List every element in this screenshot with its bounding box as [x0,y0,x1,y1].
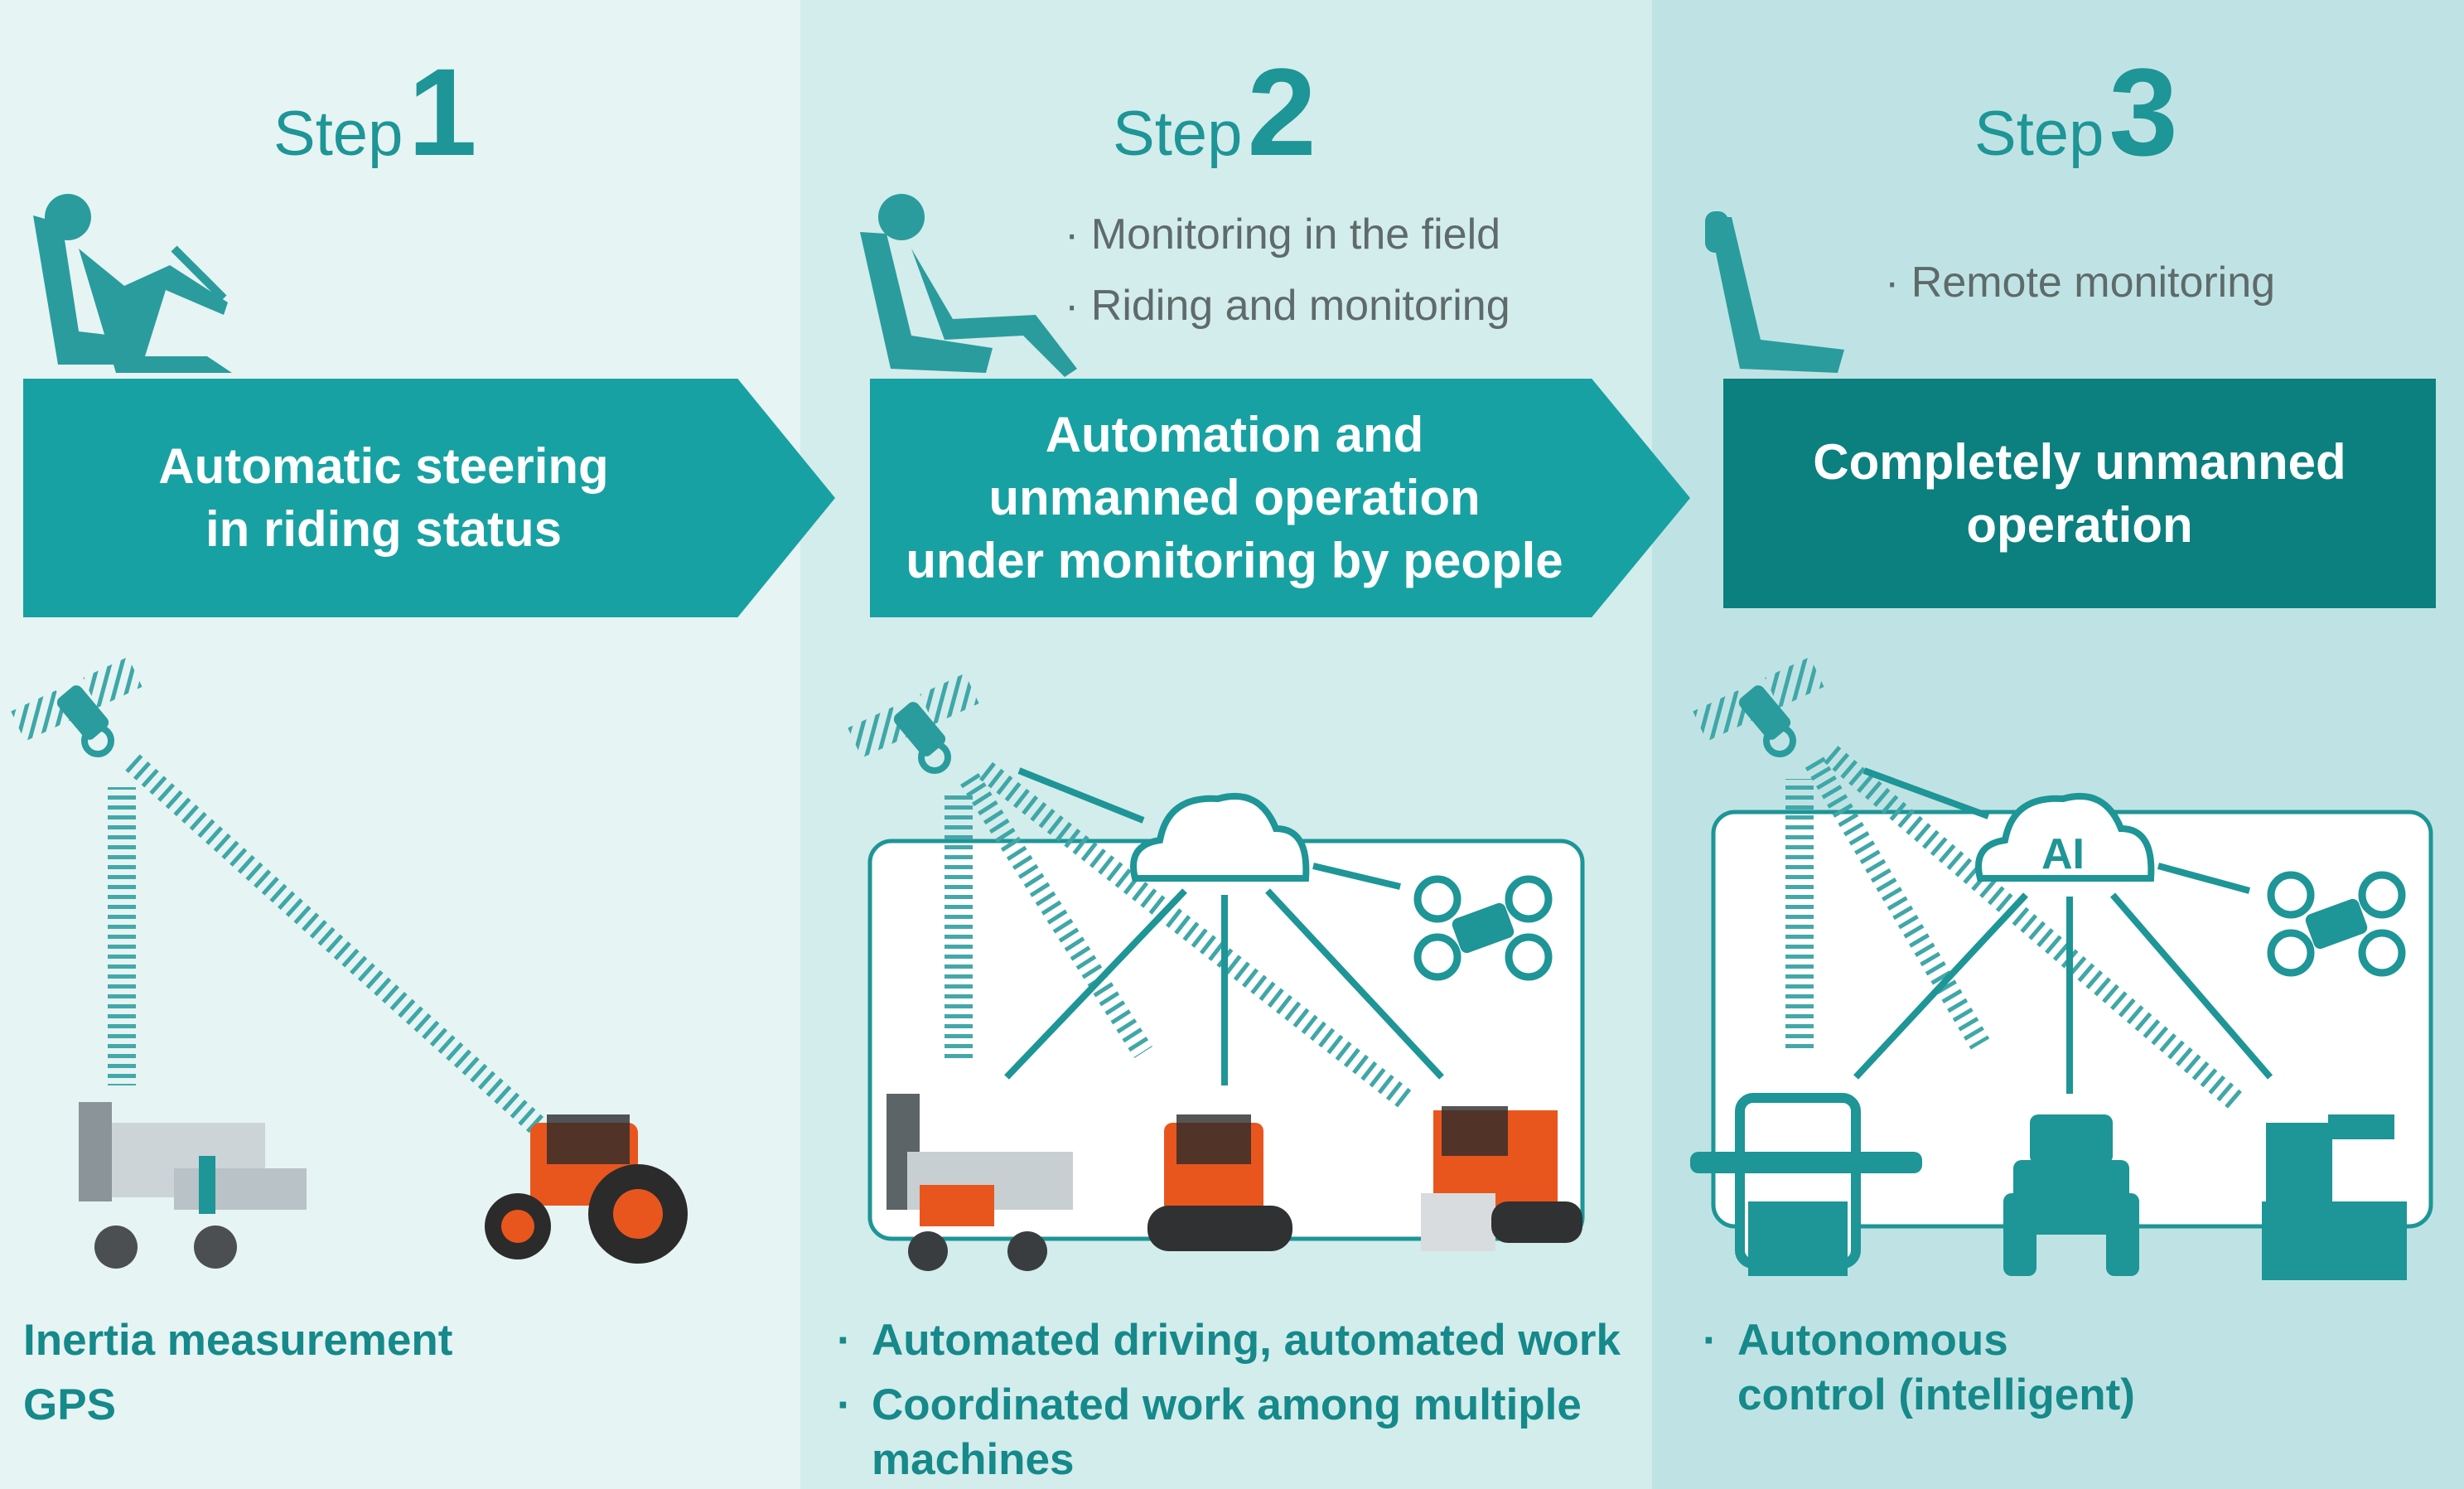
step-3-number: 3 [2109,42,2178,181]
step-2-word: Step [1113,99,1243,169]
combine-harvester-photo [1421,1106,1582,1251]
step-3-monitoring-item: Remote monitoring [1885,247,2275,318]
step-3-beam-diagonal [1805,757,1990,1050]
rice-transplanter-photo [79,1102,307,1269]
step-3-banner: Completely unmanned operation [1723,379,2436,608]
step-2-beam-vertical [945,795,973,1061]
satellite-cloud-link [1862,767,1990,819]
step-2-technology-list: Automated driving, automated work Coordi… [837,1313,1632,1489]
empty-seat-icon [1705,211,1844,373]
cloud-machine-link [1004,888,1187,1080]
step-2-heading: Step 2 [1113,50,1317,174]
step-3-banner-line: Completely unmanned [1813,433,2346,490]
cloud-machine-link [1265,888,1444,1080]
step-2-number: 2 [1247,42,1317,181]
step-2-monitoring-item: Monitoring in the field [1065,199,1510,270]
transplanter-icon [1690,1093,1922,1276]
tractor-icon [2003,1114,2139,1276]
step-3-word: Step [1974,99,2104,169]
tractor-photo [485,1114,688,1264]
step-1-heading: Step 1 [273,50,477,174]
step-3-technology-list: Autonomous control (intelligent) [1703,1313,2167,1433]
cloud-machine-link [1853,892,2028,1080]
step-2-banner-line: Automation and [1045,407,1424,462]
cloud-drone-link [2157,863,2251,894]
harvester-icon [2262,1114,2407,1280]
step-3-satellite-icon [1693,657,1824,754]
rice-transplanter-photo [887,1094,1073,1271]
step-1-banner-line: Automatic steering [158,438,609,494]
step-1-satellite-icon [11,657,142,754]
driver-seat-icon [33,194,232,373]
crawler-tractor-photo [1147,1114,1292,1251]
step-2-banner-line: unmanned operation [988,470,1481,525]
step-2-banner: Automation and unmanned operation under … [870,379,1690,617]
step-1-number: 1 [408,42,477,181]
step-3-heading: Step 3 [1974,50,2178,174]
gps-beam-diagonal [125,754,546,1135]
step-3-monitoring-list: Remote monitoring [1885,247,2275,318]
step-2-monitoring-item: Riding and monitoring [1065,270,1510,341]
step-1-technology-item: GPS [23,1380,116,1429]
step-1-banner: Automatic steering in riding status [23,379,835,617]
step-2-banner-line: under monitoring by people [906,533,1563,588]
step-2-technology-item: Automated driving, automated work [837,1313,1632,1368]
step-2-beam-diagonal [960,773,1152,1058]
cloud-machine-link [2109,892,2273,1080]
ai-label: AI [2041,830,2085,878]
cloud-drone-link [1312,863,1401,890]
step-1-banner-line: in riding status [205,501,563,557]
step-1-word: Step [273,99,403,169]
step-3-beam-vertical [1785,779,1814,1052]
gps-beam-vertical [108,787,136,1085]
step-3-beam-diagonal [1824,746,2244,1110]
satellite-cloud-link [1017,767,1145,824]
reclining-person-icon [860,194,1077,377]
step-2-beam-diagonal [978,761,1416,1111]
step-1-technology-item: Inertia measurement [23,1316,453,1365]
cloud-icon [1133,796,1306,878]
step-2-monitoring-list: Monitoring in the field Riding and monit… [1065,199,1510,341]
step-1-technology-list: Inertia measurement GPS [23,1313,452,1443]
step-2-technology-item: Coordinated work among multiple machines [837,1378,1632,1487]
step-3-banner-line: operation [1966,496,2193,553]
step-3-technology-item: Autonomous control (intelligent) [1703,1313,2167,1423]
step-2-satellite-icon [848,674,978,771]
